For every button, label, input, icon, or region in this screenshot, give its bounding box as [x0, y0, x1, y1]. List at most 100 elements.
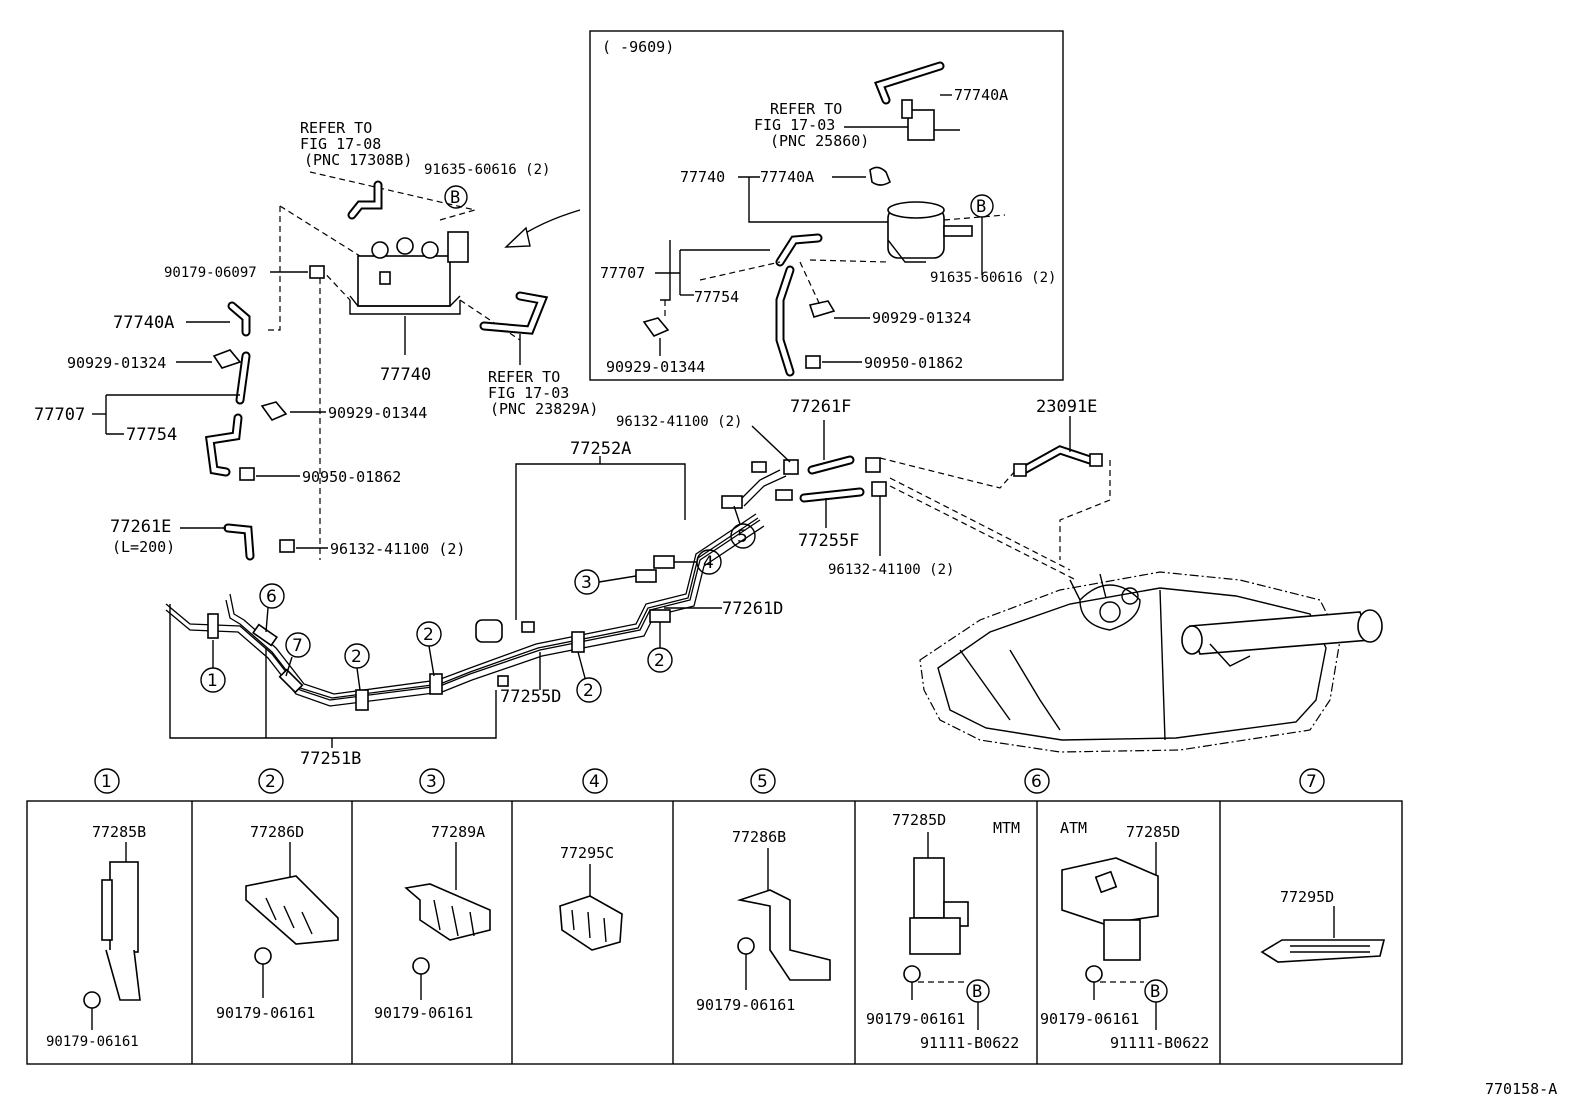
clip-96132-41100-a: [279, 539, 295, 553]
col7-part-77295D: 77295D: [1280, 888, 1334, 906]
inset-callout-B-text: B: [976, 197, 986, 217]
col6-atm-clamp: [1061, 857, 1159, 925]
label-77261D: 77261D: [722, 599, 783, 619]
col1-part-77285B: 77285B: [92, 823, 146, 841]
inset-label-77740A-mid: 77740A: [760, 168, 814, 186]
col2-clamp: [245, 875, 339, 945]
col-num-7: 7: [1306, 772, 1317, 792]
inset-frame: [589, 30, 1064, 381]
refer-bottom-line3: (PNC 23829A): [490, 400, 598, 418]
inset-label-90929-01324: 90929-01324: [872, 309, 971, 327]
callout-6-main: 6: [266, 587, 277, 607]
label-77252A: 77252A: [570, 439, 631, 459]
col2-part-77286D: 77286D: [250, 823, 304, 841]
fuel-tube-assembly: [165, 469, 787, 711]
callout-3-main: 3: [581, 573, 592, 593]
col6-atm-part-90179-06161: 90179-06161: [1040, 1010, 1139, 1028]
col6-mtm-callout-B: B: [972, 982, 982, 1002]
col5-bracket: [736, 889, 831, 981]
refer-top-line1: REFER TO: [300, 119, 372, 137]
callout-7-main: 7: [292, 636, 303, 656]
inset-clip-90929-01344: [642, 317, 670, 337]
label-77255F: 77255F: [798, 531, 859, 551]
callout-5-main: 5: [737, 527, 748, 547]
callout-B-main-text: B: [450, 188, 460, 208]
clamp-detail-table: 1 2 3 4 5 6 7 77285B 90179-06161 77286D: [26, 768, 1403, 1065]
col3-part-90179-06161: 90179-06161: [374, 1004, 473, 1022]
figure-id: 770158-A: [1485, 1080, 1557, 1098]
label-90950-01862: 90950-01862: [302, 468, 401, 486]
col6-part-77285D-mtm: 77285D: [892, 811, 946, 829]
fuel-filler-pipe: [1188, 611, 1372, 655]
nut-90179-06097: [309, 265, 325, 279]
inset-clip-90929-01324: [808, 300, 836, 318]
left-hoses-group: 77740A 90929-01324 77707 77754 90929-013…: [34, 301, 465, 561]
callout-4-main: 4: [703, 553, 714, 573]
label-77251B: 77251B: [300, 749, 361, 769]
label-90179-06097: 90179-06097: [164, 265, 257, 281]
label-96132-41100-b: 96132-41100 (2): [616, 414, 742, 430]
inset-label-77740A-top: 77740A: [954, 86, 1008, 104]
col-num-6: 6: [1031, 772, 1042, 792]
label-91635-60616: 91635-60616 (2): [424, 162, 550, 178]
inset-label-90950-01862: 90950-01862: [864, 354, 963, 372]
label-77707: 77707: [34, 405, 85, 425]
label-90929-01324: 90929-01324: [67, 354, 166, 372]
inset-title: ( -9609): [602, 38, 674, 56]
label-96132-41100-c: 96132-41100 (2): [828, 562, 954, 578]
inset-refer-line2: FIG 17-03: [754, 116, 835, 134]
clip-90929-01344: [260, 401, 288, 421]
label-77261E: 77261E: [110, 517, 171, 537]
col-num-1: 1: [101, 772, 112, 792]
inset-clip-77740A: [869, 166, 891, 186]
col3-clamp: [404, 883, 491, 941]
label-23091E: 23091E: [1036, 397, 1097, 417]
fuel-line-labels: 77251B 77255D 77261D 77252A: [169, 439, 783, 769]
col6-atm-part-91111-B0622: 91111-B0622: [1110, 1034, 1209, 1052]
label-77261F: 77261F: [790, 397, 851, 417]
inset-panel: ( -9609) REFER TO FIG 17-03 (PNC 25860) …: [589, 30, 1064, 381]
label-77740A: 77740A: [113, 313, 174, 333]
label-77255D: 77255D: [500, 687, 561, 707]
col4-part-77295C: 77295C: [560, 844, 614, 862]
callout-2-main-a: 2: [351, 647, 362, 667]
inset-label-90929-01344: 90929-01344: [606, 358, 705, 376]
refer-bottom-line2: FIG 17-03: [488, 384, 569, 402]
col6-mtm-part-90179-06161: 90179-06161: [866, 1010, 965, 1028]
label-90929-01344: 90929-01344: [328, 404, 427, 422]
callout-2-main-c: 2: [583, 681, 594, 701]
inset-clip-90950: [805, 355, 821, 369]
clip-90929-01324: [212, 349, 242, 369]
col6-part-77285D-atm: 77285D: [1126, 823, 1180, 841]
callout-B-main: [444, 185, 468, 209]
callout-1-main: 1: [207, 671, 218, 691]
label-96132-41100-a: 96132-41100 (2): [330, 540, 465, 558]
label-77740: 77740: [380, 365, 431, 385]
label-77754: 77754: [126, 425, 177, 445]
main-canister-group: REFER TO FIG 17-08 (PNC 17308B) 91635-60…: [164, 119, 598, 560]
col6-mtm-part-91111-B0622: 91111-B0622: [920, 1034, 1019, 1052]
refer-bottom-line1: REFER TO: [488, 368, 560, 386]
refer-top-line3: (PNC 17308B): [304, 151, 412, 169]
fuel-tank: [919, 571, 1383, 753]
inset-refer-line3: (PNC 25860): [770, 132, 869, 150]
charcoal-canister-77740: [357, 255, 451, 307]
inset-label-77740: 77740: [680, 168, 725, 186]
col5-part-90179-06161: 90179-06161: [696, 996, 795, 1014]
col4-clamp: [559, 895, 623, 951]
main-callouts: 1 6 7 2 2 2 2 3 4 5: [200, 505, 756, 703]
upper-right-hoses: 77261F 96132-41100 (2) 77255F 96132-4110…: [616, 397, 1111, 581]
col2-part-90179-06161: 90179-06161: [216, 1004, 315, 1022]
col-num-5: 5: [757, 772, 768, 792]
label-77261E-length: (L=200): [112, 538, 175, 556]
col1-part-90179-06161: 90179-06161: [46, 1034, 139, 1050]
inset-label-91635: 91635-60616 (2): [930, 270, 1056, 286]
col1-clamp: [109, 861, 139, 953]
col7-clip: [1260, 939, 1386, 963]
callout-2-main-d: 2: [654, 651, 665, 671]
col5-part-77286B: 77286B: [732, 828, 786, 846]
refer-top-line2: FIG 17-08: [300, 135, 381, 153]
clip-90950-01862: [239, 467, 255, 481]
col3-part-77289A: 77289A: [431, 823, 485, 841]
